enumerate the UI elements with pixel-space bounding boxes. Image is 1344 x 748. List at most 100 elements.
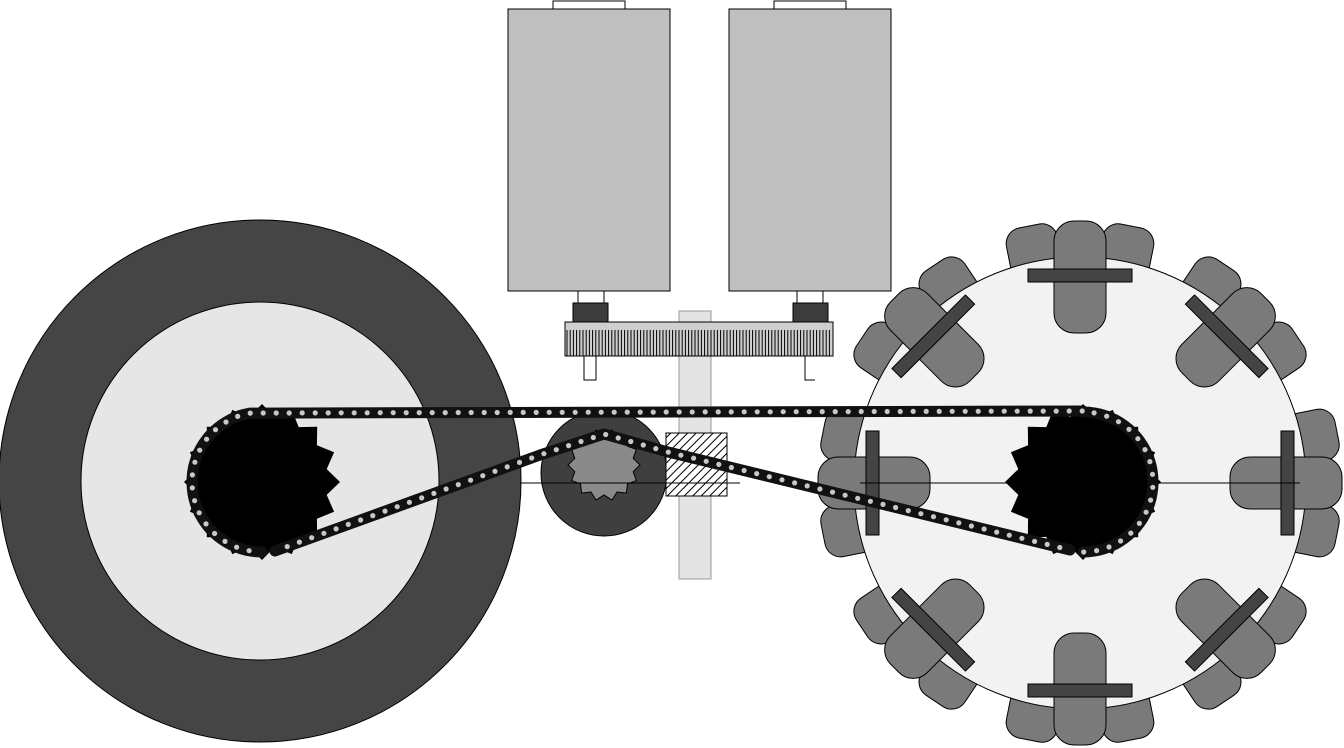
chain-pin: [468, 409, 474, 416]
chain-pin: [897, 408, 903, 415]
chain-pin: [494, 409, 500, 416]
chain-pin: [1150, 484, 1156, 490]
chain-pin: [893, 504, 899, 511]
chain-pin: [1032, 538, 1038, 545]
omni-bracket: [1027, 683, 1133, 698]
chain-pin: [325, 410, 331, 416]
chain-pin: [918, 511, 924, 517]
chain-pin: [480, 473, 486, 479]
chain-pin: [611, 409, 617, 415]
chain-upper: [186, 405, 1159, 558]
chain-pin: [1148, 497, 1154, 503]
chain-pin: [615, 435, 621, 441]
chain-pin: [842, 492, 848, 498]
chain-pin: [905, 508, 911, 514]
chain-pin: [766, 474, 772, 480]
chain-pin: [624, 409, 630, 415]
motor-left-pinion: [572, 302, 609, 323]
chain-pin: [1126, 426, 1132, 432]
chain-pin: [338, 410, 344, 416]
chain-pin: [455, 409, 461, 416]
chain-pin: [949, 408, 955, 414]
chain-pin: [691, 455, 697, 461]
chain-pin: [566, 443, 572, 449]
chain-pin: [1006, 532, 1012, 538]
chain-pin: [443, 486, 449, 492]
chain-pin: [504, 464, 510, 470]
chain-pin: [962, 408, 968, 414]
gear-rack: [564, 321, 834, 357]
chain-pin: [203, 521, 209, 527]
chain-pin: [1091, 410, 1097, 416]
chain-pin: [468, 477, 474, 483]
chain-pin: [286, 410, 292, 416]
motor-left: [507, 0, 671, 381]
chain-pin: [1027, 408, 1033, 414]
chain-pin: [676, 409, 682, 415]
chain-pin: [1081, 549, 1087, 555]
chain-pin: [792, 480, 798, 486]
chain-pin: [247, 410, 253, 416]
chain-pin: [1147, 459, 1153, 465]
chain-pin: [855, 495, 861, 501]
chain-pin: [546, 409, 552, 415]
omni-bracket: [1184, 587, 1269, 672]
chain-pin: [1014, 408, 1020, 414]
chain-pin: [829, 489, 836, 495]
chain-pin: [553, 447, 559, 453]
omni-sprocket: [1005, 404, 1161, 560]
chain-pin: [529, 455, 535, 461]
chain-pin: [541, 451, 547, 457]
motor-left-cap: [552, 0, 626, 10]
motor-right-shaft: [796, 290, 824, 304]
chain-pin: [1044, 541, 1050, 548]
chain-pin: [1066, 408, 1072, 414]
chain-pin: [296, 539, 302, 545]
chain-pin: [312, 410, 318, 416]
chain-pin: [884, 408, 890, 415]
drive-sprocket: [184, 404, 340, 560]
chain-pin: [196, 510, 202, 516]
chain-pin: [406, 499, 412, 505]
chain-pin: [1115, 419, 1122, 425]
chain-pin: [702, 409, 708, 415]
gear-rack-body: [564, 321, 834, 357]
chain-pin: [1142, 447, 1148, 453]
chain-pin: [351, 410, 357, 416]
chain-pin: [455, 482, 461, 488]
chain-pin: [299, 410, 305, 416]
chain-pin: [394, 504, 400, 510]
chain-pin: [703, 458, 709, 464]
chain-pin: [189, 472, 195, 478]
chain-pin: [390, 410, 396, 416]
chain-pin: [358, 517, 364, 523]
chain-pin: [988, 408, 994, 414]
chain-pin: [832, 409, 838, 415]
omni-bracket: [891, 587, 976, 672]
chain-pin: [910, 408, 916, 414]
chain-pin: [1079, 408, 1085, 414]
chain-pin: [806, 409, 812, 415]
chain-pin: [871, 408, 877, 415]
chain-pin: [1001, 408, 1007, 414]
chain-lower: [269, 428, 1076, 557]
chain-pin: [975, 408, 981, 414]
chain-pin: [419, 495, 425, 501]
chain-pin: [1104, 413, 1110, 419]
chain-pin: [728, 464, 735, 471]
chain-pin: [728, 409, 734, 415]
chain-pin: [1136, 520, 1142, 527]
chain-pin: [1040, 408, 1046, 414]
motor-right-cap: [773, 0, 847, 10]
chain-pin: [403, 410, 409, 416]
chain-pin: [429, 410, 435, 416]
chain-pin: [1053, 408, 1059, 414]
chain-pin: [936, 408, 942, 414]
chain-pin: [516, 459, 523, 465]
chain-pin: [1057, 544, 1063, 551]
chain-pin: [223, 419, 229, 425]
chain-pin: [956, 520, 962, 526]
chain-pin: [234, 544, 240, 550]
chain-pin: [212, 427, 219, 433]
